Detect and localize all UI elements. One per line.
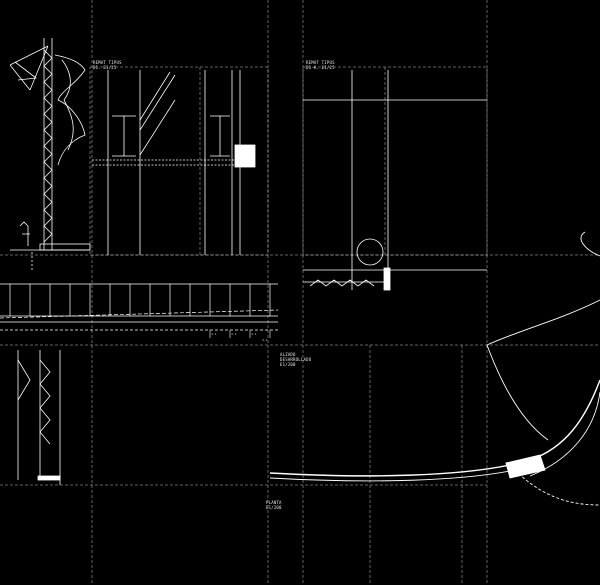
planta-title: PLANTA	[266, 500, 282, 505]
remat-b-section	[303, 70, 487, 291]
remat-b-scale: D1-A. E1/25	[306, 65, 335, 70]
gallery-band	[0, 283, 279, 331]
dimension-label: 4.1	[251, 332, 257, 336]
alzado-title: ALZADO	[280, 352, 296, 357]
remat-a-title: REMAT TIPUS	[93, 60, 122, 65]
remat-b-frame	[302, 66, 488, 256]
remat-b-title: REMAT TIPUS	[306, 60, 335, 65]
remat-a-scale: D1. E1/25	[93, 65, 117, 70]
dimension-label: 4.1	[231, 332, 237, 336]
alzado-scale: E1/200	[280, 362, 296, 367]
curved-facade	[269, 231, 600, 506]
lower-tower-detail	[17, 350, 61, 485]
dimension-label: 4.1	[262, 338, 268, 342]
alzado-subtitle: DESARROLLADO	[280, 357, 312, 362]
remat-a-section	[92, 70, 256, 255]
dimension-ticks	[209, 330, 271, 338]
dimension-label: 4.1	[211, 332, 217, 336]
tower-elevation	[9, 38, 91, 270]
planta-scale: E1/200	[266, 505, 282, 510]
